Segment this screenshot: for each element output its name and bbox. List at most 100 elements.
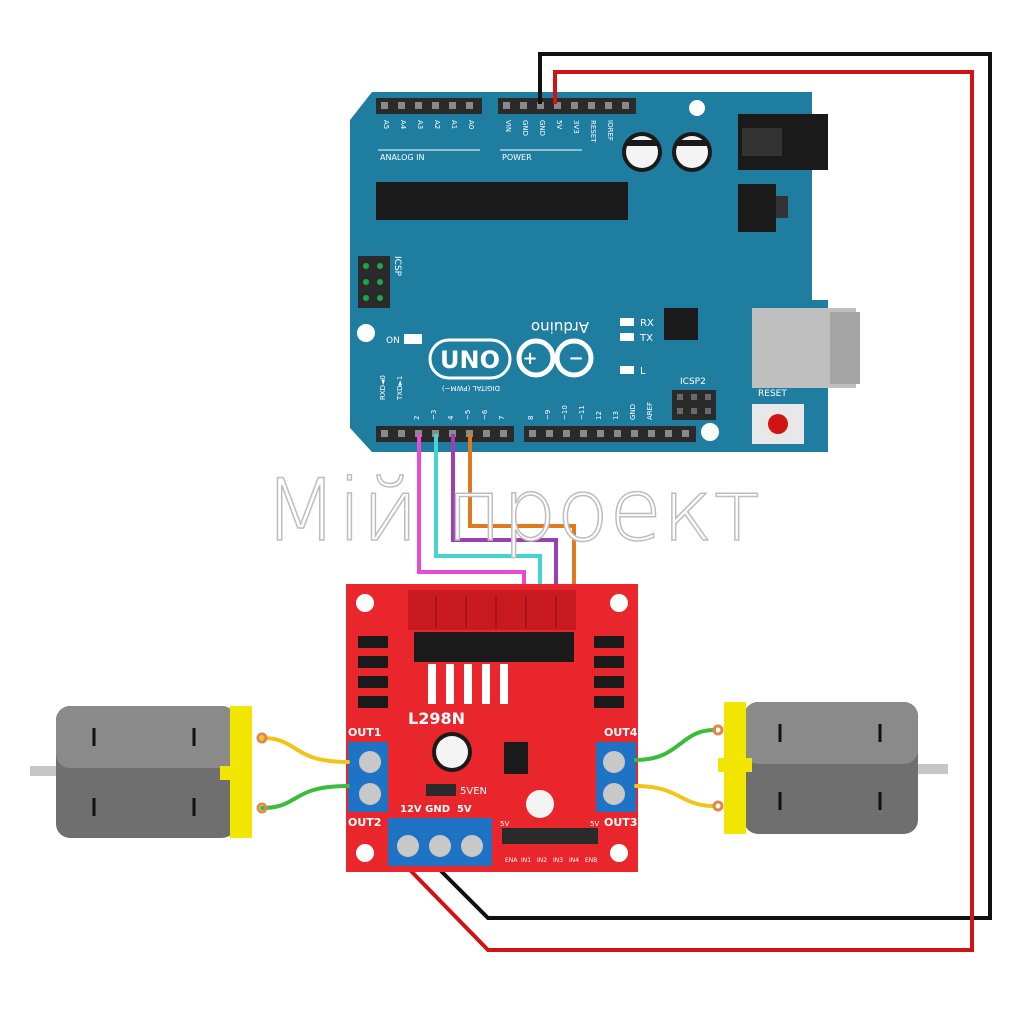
- tx-label: TX: [639, 333, 653, 344]
- motor-left: [30, 706, 252, 838]
- control-header: [502, 828, 598, 844]
- digital-pin-label: ~3: [430, 410, 438, 420]
- l-led: [620, 366, 634, 374]
- power-pin-label: GND: [521, 120, 529, 136]
- reset-button-cap[interactable]: [768, 414, 788, 434]
- l298n-driver-board: L298N 5VEN OUT1 OUT2 OUT4 OUT3 12V GND 5…: [346, 584, 638, 872]
- mount-hole: [356, 844, 374, 862]
- mount-hole: [689, 100, 705, 116]
- control-pin-label: ENB: [585, 857, 597, 864]
- arduino-infinity-logo: [516, 338, 594, 378]
- arduino-brand: Arduino: [531, 318, 589, 336]
- diodes-right: [594, 636, 624, 708]
- motor-wires: [260, 728, 716, 810]
- microcontroller-chip: [376, 182, 628, 220]
- motor-right: [718, 702, 948, 834]
- usb-chip: [664, 308, 698, 340]
- on-label: ON: [386, 336, 400, 346]
- analog-pin-label: A3: [416, 120, 424, 129]
- analog-pin-label: A1: [450, 120, 458, 129]
- digital-pin-label: RXD◄0: [379, 375, 387, 400]
- analog-pin-label: A0: [467, 120, 475, 129]
- power-pin-label: 5V: [555, 120, 563, 129]
- digital-pin-label: ~6: [481, 409, 489, 420]
- digital-pin-label: ~5: [464, 410, 472, 420]
- motor-shaft: [912, 764, 948, 774]
- terminal-screw[interactable]: [429, 835, 451, 857]
- regulator-chip: [504, 742, 528, 774]
- digital-pin-label: 4: [447, 415, 455, 420]
- on-led: [404, 334, 422, 344]
- wire-gnd-black: [438, 52, 992, 920]
- mount-hole: [610, 844, 628, 862]
- power-pin-label: IOREF: [606, 120, 614, 141]
- control-pin-label: IN2: [537, 857, 547, 864]
- digital-pin-label: 7: [498, 416, 506, 420]
- mount-hole: [610, 594, 628, 612]
- digital-pin-label: 8: [527, 416, 535, 420]
- digital-pin-label: ~11: [578, 405, 586, 420]
- power-terminal-label: 12V GND 5V: [400, 804, 472, 815]
- control-pin-label: IN1: [521, 857, 531, 864]
- 5ven-jumper[interactable]: [426, 784, 456, 796]
- terminal-screw[interactable]: [359, 751, 381, 773]
- capacitor: [526, 790, 554, 818]
- power-wires: [408, 52, 992, 952]
- terminal-screw[interactable]: [359, 783, 381, 805]
- voltage-regulator: [738, 184, 776, 232]
- heatsink: [408, 590, 576, 630]
- digital-pin-label: 13: [612, 411, 620, 420]
- out4-label: OUT4: [604, 726, 638, 739]
- power-pin-label: 3V3: [572, 120, 580, 134]
- digital-header-label: DIGITAL (PWM~): [442, 384, 500, 392]
- digital-pin-label: TXD►1: [396, 376, 404, 401]
- terminal-screw[interactable]: [461, 835, 483, 857]
- uno-model-text: UNO: [440, 346, 500, 374]
- aref-pin-label: AREF: [646, 402, 654, 420]
- wire-motor-right-b: [634, 784, 716, 808]
- rx-led: [620, 318, 634, 326]
- digital-pin-label: ~10: [561, 405, 569, 420]
- chip-label: L298N: [408, 709, 465, 728]
- terminal-screw[interactable]: [603, 751, 625, 773]
- power-pin-label: RESET: [589, 120, 597, 143]
- arduino-board: A5 A4 A3 A2 A1 A0 VIN GND GND 5V 3V3 RES…: [350, 92, 860, 452]
- rx-label: RX: [640, 318, 654, 329]
- analog-pin-label: A5: [382, 120, 390, 129]
- icsp-label: ICSP: [392, 256, 402, 277]
- uno-logo: [428, 338, 512, 380]
- icsp2-label: ICSP2: [680, 377, 706, 387]
- reset-label: RESET: [758, 389, 787, 399]
- out2-label: OUT2: [348, 816, 381, 829]
- digital-header-low: [376, 426, 514, 442]
- jumper-5v-left-label: 5V: [500, 820, 509, 828]
- mount-hole: [357, 324, 375, 342]
- analog-pin-label: A4: [399, 120, 407, 130]
- control-pin-label: IN4: [569, 857, 579, 864]
- digital-pin-label: ~9: [544, 410, 552, 420]
- control-pin-label: IN3: [553, 857, 563, 864]
- gnd-pin-label: GND: [629, 404, 637, 420]
- digital-pin-label: 12: [595, 411, 603, 420]
- power-header: [498, 98, 636, 114]
- svg-text:−: −: [568, 348, 583, 369]
- power-pin-label: VIN: [504, 120, 512, 132]
- wire-5v-red: [408, 70, 974, 952]
- digital-pin-label: 2: [413, 416, 421, 420]
- wire-motor-left-b: [260, 784, 350, 810]
- power-header-label: POWER: [502, 153, 532, 162]
- watermark-text: Мій проект: [264, 461, 761, 561]
- 5ven-label: 5VEN: [460, 786, 487, 797]
- terminal-screw[interactable]: [603, 783, 625, 805]
- control-pin-label: ENA: [505, 857, 518, 864]
- mount-hole: [701, 423, 719, 441]
- l298n-chip: [414, 632, 574, 662]
- terminal-screw[interactable]: [397, 835, 419, 857]
- motor-shaft: [30, 766, 60, 776]
- icsp-header: [358, 256, 390, 308]
- diodes-left: [358, 636, 388, 708]
- analog-pin-label: A2: [433, 120, 441, 129]
- wire-motor-left-a: [260, 736, 350, 764]
